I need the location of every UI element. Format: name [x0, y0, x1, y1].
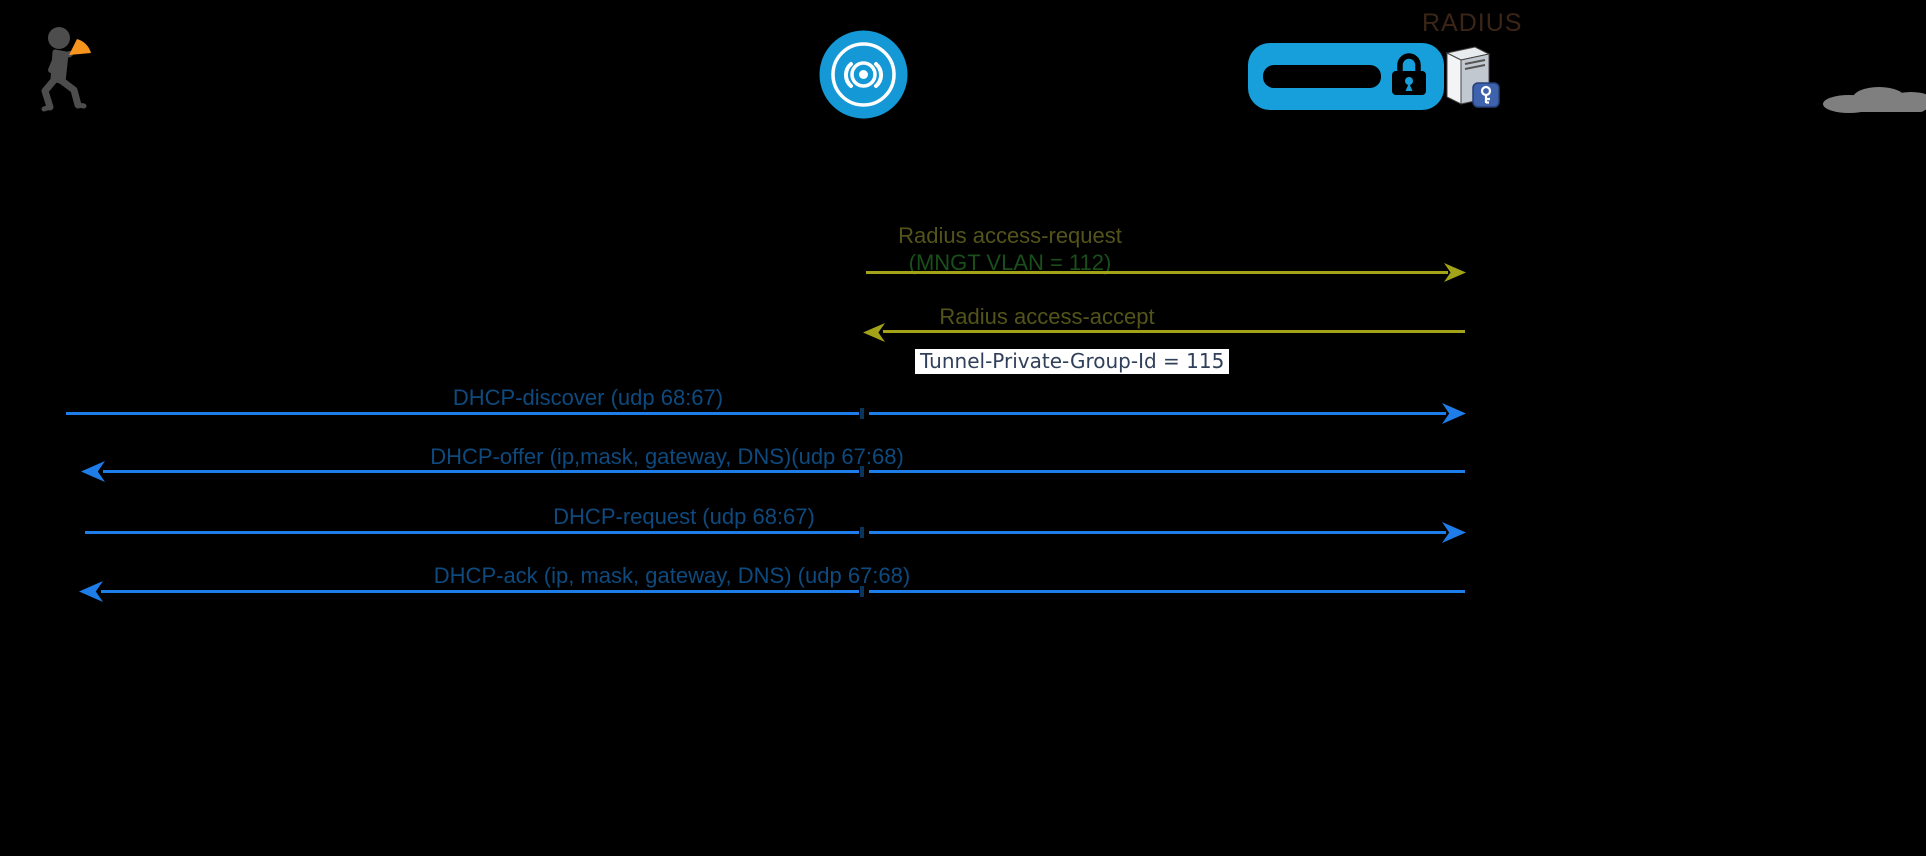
arrow-line-dhcp-discover-left — [66, 412, 859, 415]
arrow-head-left-icon — [81, 461, 105, 482]
ap-crossing-tick — [860, 408, 864, 419]
arrow-line-access-accept — [883, 330, 1465, 333]
walking-person-icon — [41, 27, 91, 112]
arrow-line-dhcp-ack-right — [869, 590, 1465, 593]
wireless-signal-device-icon — [69, 39, 91, 55]
radius-server-label: RADIUS — [1422, 9, 1523, 37]
message-label-dhcp-ack: DHCP-ack (ip, mask, gateway, DNS) (udp 6… — [433, 563, 911, 588]
arrow-head-left-icon — [863, 323, 885, 342]
person-head — [48, 27, 70, 49]
wave-left-icon — [843, 62, 853, 88]
ap-crossing-tick — [860, 527, 864, 538]
arrow-line-dhcp-discover-right — [869, 412, 1446, 415]
radius-server-icon — [1445, 46, 1500, 108]
arrow-line-dhcp-request-left — [85, 531, 859, 534]
wave-right-icon — [874, 62, 884, 88]
switch-screen — [1263, 65, 1381, 88]
lock-icon — [1392, 53, 1426, 95]
arrow-line-dhcp-offer-left — [103, 470, 859, 473]
access-point-icon — [819, 30, 908, 119]
message-label-mngt-vlan: (MNGT VLAN = 112) — [908, 250, 1112, 275]
arrow-line-dhcp-request-right — [869, 531, 1446, 534]
cloud-icon — [1823, 87, 1926, 113]
key-badge-icon — [1472, 82, 1500, 108]
message-label-access-request: Radius access-request — [898, 223, 1122, 248]
arrow-line-dhcp-ack-left — [101, 590, 859, 593]
message-label-dhcp-request: DHCP-request (udp 68:67) — [553, 504, 815, 529]
arrow-line-access-request — [866, 271, 1448, 274]
message-label-dhcp-offer: DHCP-offer (ip,mask, gateway, DNS)(udp 6… — [430, 444, 904, 469]
message-label-access-accept: Radius access-accept — [939, 304, 1155, 329]
arrow-line-dhcp-offer-right — [869, 470, 1465, 473]
message-label-dhcp-discover: DHCP-discover (udp 68:67) — [452, 385, 724, 410]
ap-crossing-tick — [860, 586, 864, 597]
tunnel-private-group-note: Tunnel-Private-Group-Id = 115 — [915, 349, 1230, 374]
arrow-head-left-icon — [79, 581, 103, 602]
ap-crossing-tick — [860, 466, 864, 477]
switch-with-lock-icon — [1248, 43, 1444, 110]
